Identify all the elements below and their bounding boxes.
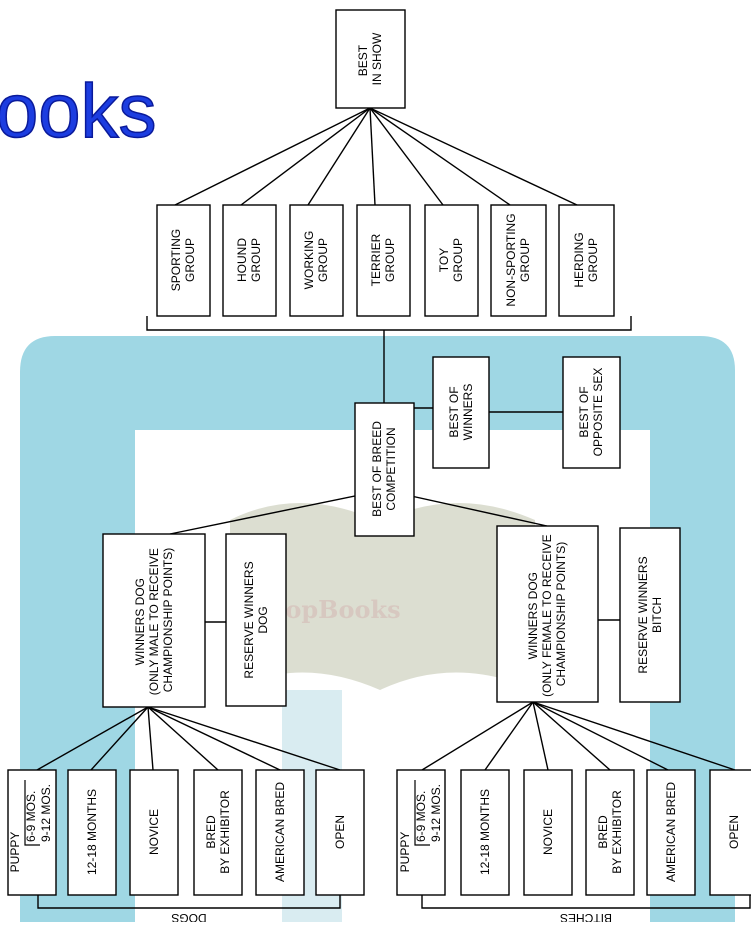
class-label: OPEN: [727, 815, 741, 849]
dog-class-box: [315, 769, 365, 896]
class-label: OPEN: [333, 815, 347, 849]
winners-bitch-box: [496, 525, 599, 703]
winners-dog-label: WINNERS DOG (ONLY MALE TO RECEIVE CHAMPI…: [133, 545, 175, 696]
dog-class-box: [255, 769, 305, 896]
group-label: WORKINGGROUP: [302, 231, 330, 290]
best-in-show-box: [335, 9, 406, 109]
group-label: HOUNDGROUP: [235, 238, 263, 282]
group-box: [222, 204, 277, 317]
dog-class-box: [193, 769, 243, 896]
group-label: HERDINGGROUP: [572, 232, 600, 287]
best-of-winners-box: [432, 356, 490, 469]
watermark-book-icon: [230, 502, 535, 690]
best-of-breed-box: [354, 402, 415, 537]
puppy-age-label: 6-9 MOS.: [24, 791, 38, 842]
reserve-winners-bitch-box: [619, 527, 681, 703]
puppy-age-label: 9-12 MOS.: [39, 784, 53, 842]
reserve-winners-bitch-label: RESERVE WINNERSBITCH: [636, 556, 664, 673]
watermark-corner-text: ooks: [0, 69, 157, 154]
winners-bitch-label: WINNERS DOG (ONLY FEMALE TO RECEIVE CHAM…: [526, 531, 568, 697]
class-label: NOVICE: [147, 809, 161, 855]
reserve-winners-dog-label: RESERVE WINNERSDOG: [242, 561, 270, 678]
bitch-class-box: [523, 769, 573, 896]
puppy-age-label: 6-9 MOS.: [414, 791, 428, 842]
bitch-class-box: [709, 769, 751, 896]
dogs-bracket-label: DOGS: [171, 911, 206, 922]
watermark-center-text: oopBooks: [269, 595, 400, 624]
puppy-label: PUPPY: [8, 832, 22, 873]
class-label: BREDBY EXHIBITOR: [204, 790, 232, 874]
group-box: [424, 204, 479, 317]
best-of-opposite-sex-label: BEST OFOPPOSITE SEX: [577, 368, 605, 457]
best-of-winners-label: BEST OFWINNERS: [447, 384, 475, 441]
group-label: TERRIERGROUP: [369, 233, 397, 286]
winners-dog-box: [102, 533, 206, 708]
class-label: NOVICE: [541, 809, 555, 855]
bitch-class-box: [460, 769, 510, 896]
class-label: 12-18 MONTHS: [85, 789, 99, 875]
class-label: AMERICAN BRED: [664, 782, 678, 882]
group-label: NON-SPORTINGGROUP: [504, 213, 532, 306]
dog-class-box: [129, 769, 179, 896]
bitch-class-box: [585, 769, 635, 896]
bitch-class-box: [396, 769, 446, 896]
bitch-class-box: [646, 769, 696, 896]
class-label: BREDBY EXHIBITOR: [596, 790, 624, 874]
group-box: [558, 204, 615, 317]
group-box: [156, 204, 211, 317]
reserve-winners-dog-box: [225, 533, 287, 707]
best-of-breed-label: BEST OF BREEDCOMPETITION: [370, 421, 398, 517]
dog-class-box: [7, 769, 57, 896]
group-label: TOYGROUP: [437, 238, 465, 282]
group-box: [289, 204, 344, 317]
best-in-show-label: BEST IN SHOW: [356, 32, 384, 85]
best-of-opposite-sex-box: [562, 356, 621, 469]
class-label: AMERICAN BRED: [273, 782, 287, 882]
class-label: 12-18 MONTHS: [478, 789, 492, 875]
connector-lines: [36, 107, 751, 909]
group-label: SPORTINGGROUP: [169, 229, 197, 291]
puppy-dividers: [24, 780, 430, 846]
boxes: [7, 9, 751, 896]
group-box: [356, 204, 411, 317]
bitches-bracket-label: BITCHES: [560, 911, 612, 922]
puppy-age-label: 9-12 MOS.: [429, 784, 443, 842]
group-box: [490, 204, 547, 317]
labels: BEST IN SHOW SPORTINGGROUP HOUNDGROUP WO…: [8, 32, 741, 925]
dog-class-box: [67, 769, 117, 896]
puppy-label: PUPPY: [398, 832, 412, 873]
